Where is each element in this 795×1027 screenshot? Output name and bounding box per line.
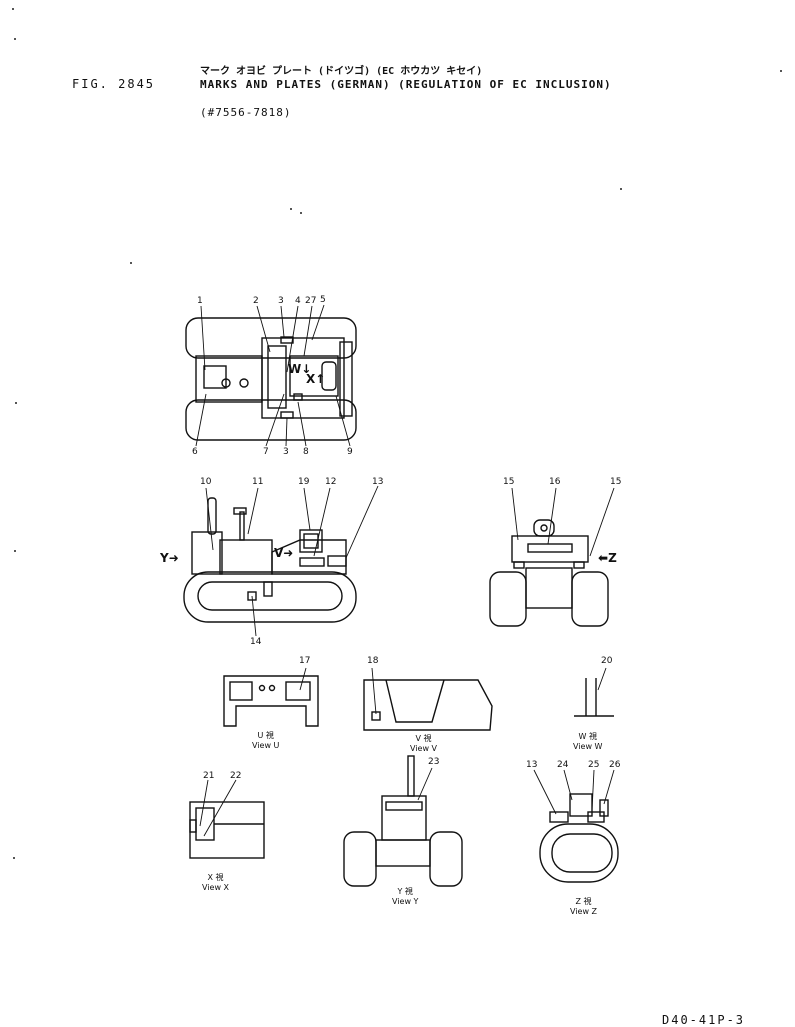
callout-10: 10	[200, 477, 212, 487]
callout-20: 20	[601, 656, 613, 666]
callout-8: 8	[303, 447, 309, 457]
view-letter-w: W↓	[288, 362, 312, 376]
page-code: D40-41P-3	[662, 1013, 746, 1027]
callout-9: 9	[347, 447, 353, 457]
callout-18: 18	[367, 656, 379, 666]
callout-1: 1	[197, 296, 203, 306]
scan-speck	[13, 857, 15, 859]
title-english: MARKS AND PLATES (GERMAN) (REGULATION OF…	[200, 78, 612, 91]
callout-16: 16	[549, 477, 561, 487]
callout-13b: 13	[526, 760, 538, 770]
callout-21: 21	[203, 771, 215, 781]
view-arrow-z: ⬅Z	[598, 551, 617, 565]
callout-15a: 15	[503, 477, 515, 487]
title-japanese: マーク オヨビ プレート (ドイツゴ) (EC ホウカツ キセイ)	[200, 66, 483, 77]
callout-23: 23	[428, 757, 440, 767]
scan-speck	[14, 38, 16, 40]
callout-17: 17	[299, 656, 311, 666]
scan-speck	[780, 70, 782, 72]
callout-19: 19	[298, 477, 310, 487]
callout-26: 26	[609, 760, 621, 770]
view-letter-x: X↑	[306, 372, 326, 386]
callout-3: 3	[278, 296, 284, 306]
scan-speck	[130, 262, 132, 264]
callout-15b: 15	[610, 477, 622, 487]
callout-14: 14	[250, 637, 262, 647]
serial-range: (#7556-7818)	[200, 106, 292, 119]
scan-speck	[620, 188, 622, 190]
callout-22: 22	[230, 771, 242, 781]
view-arrow-y: Y➜	[160, 551, 179, 565]
view-arrow-v: V➜	[274, 546, 294, 560]
callout-12: 12	[325, 477, 337, 487]
callout-6: 6	[192, 447, 198, 457]
scan-speck	[15, 402, 17, 404]
callout-25: 25	[588, 760, 600, 770]
scan-speck	[300, 212, 302, 214]
scan-speck	[290, 208, 292, 210]
scan-speck	[12, 8, 14, 10]
scan-speck	[14, 550, 16, 552]
callout-7: 7	[263, 447, 269, 457]
callout-24: 24	[557, 760, 569, 770]
callout-27: 27	[305, 296, 317, 306]
callout-2: 2	[253, 296, 259, 306]
callout-13: 13	[372, 477, 384, 487]
callout-11: 11	[252, 477, 264, 487]
callout-4: 4	[295, 296, 301, 306]
figure-number: FIG. 2845	[72, 77, 156, 91]
callout-3b: 3	[283, 447, 289, 457]
callout-5: 5	[320, 295, 326, 305]
